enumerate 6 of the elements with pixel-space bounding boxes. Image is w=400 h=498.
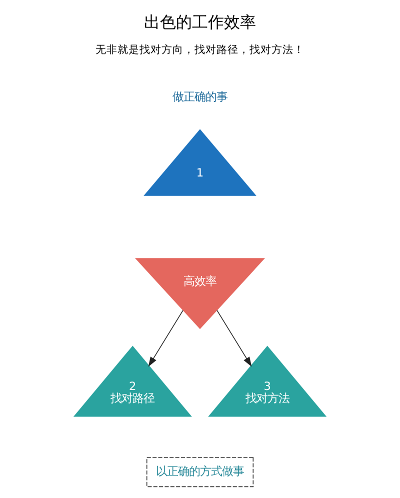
label: 无非就是找对方向，找对路径，找对方法！ [96, 44, 304, 56]
arrow [148, 310, 184, 367]
label: 以正确的方式做事 [156, 464, 244, 478]
diagram-title: 出色的工作效率 [144, 12, 256, 32]
node-label: 做正确的事 [172, 89, 228, 104]
arrow [216, 310, 252, 367]
